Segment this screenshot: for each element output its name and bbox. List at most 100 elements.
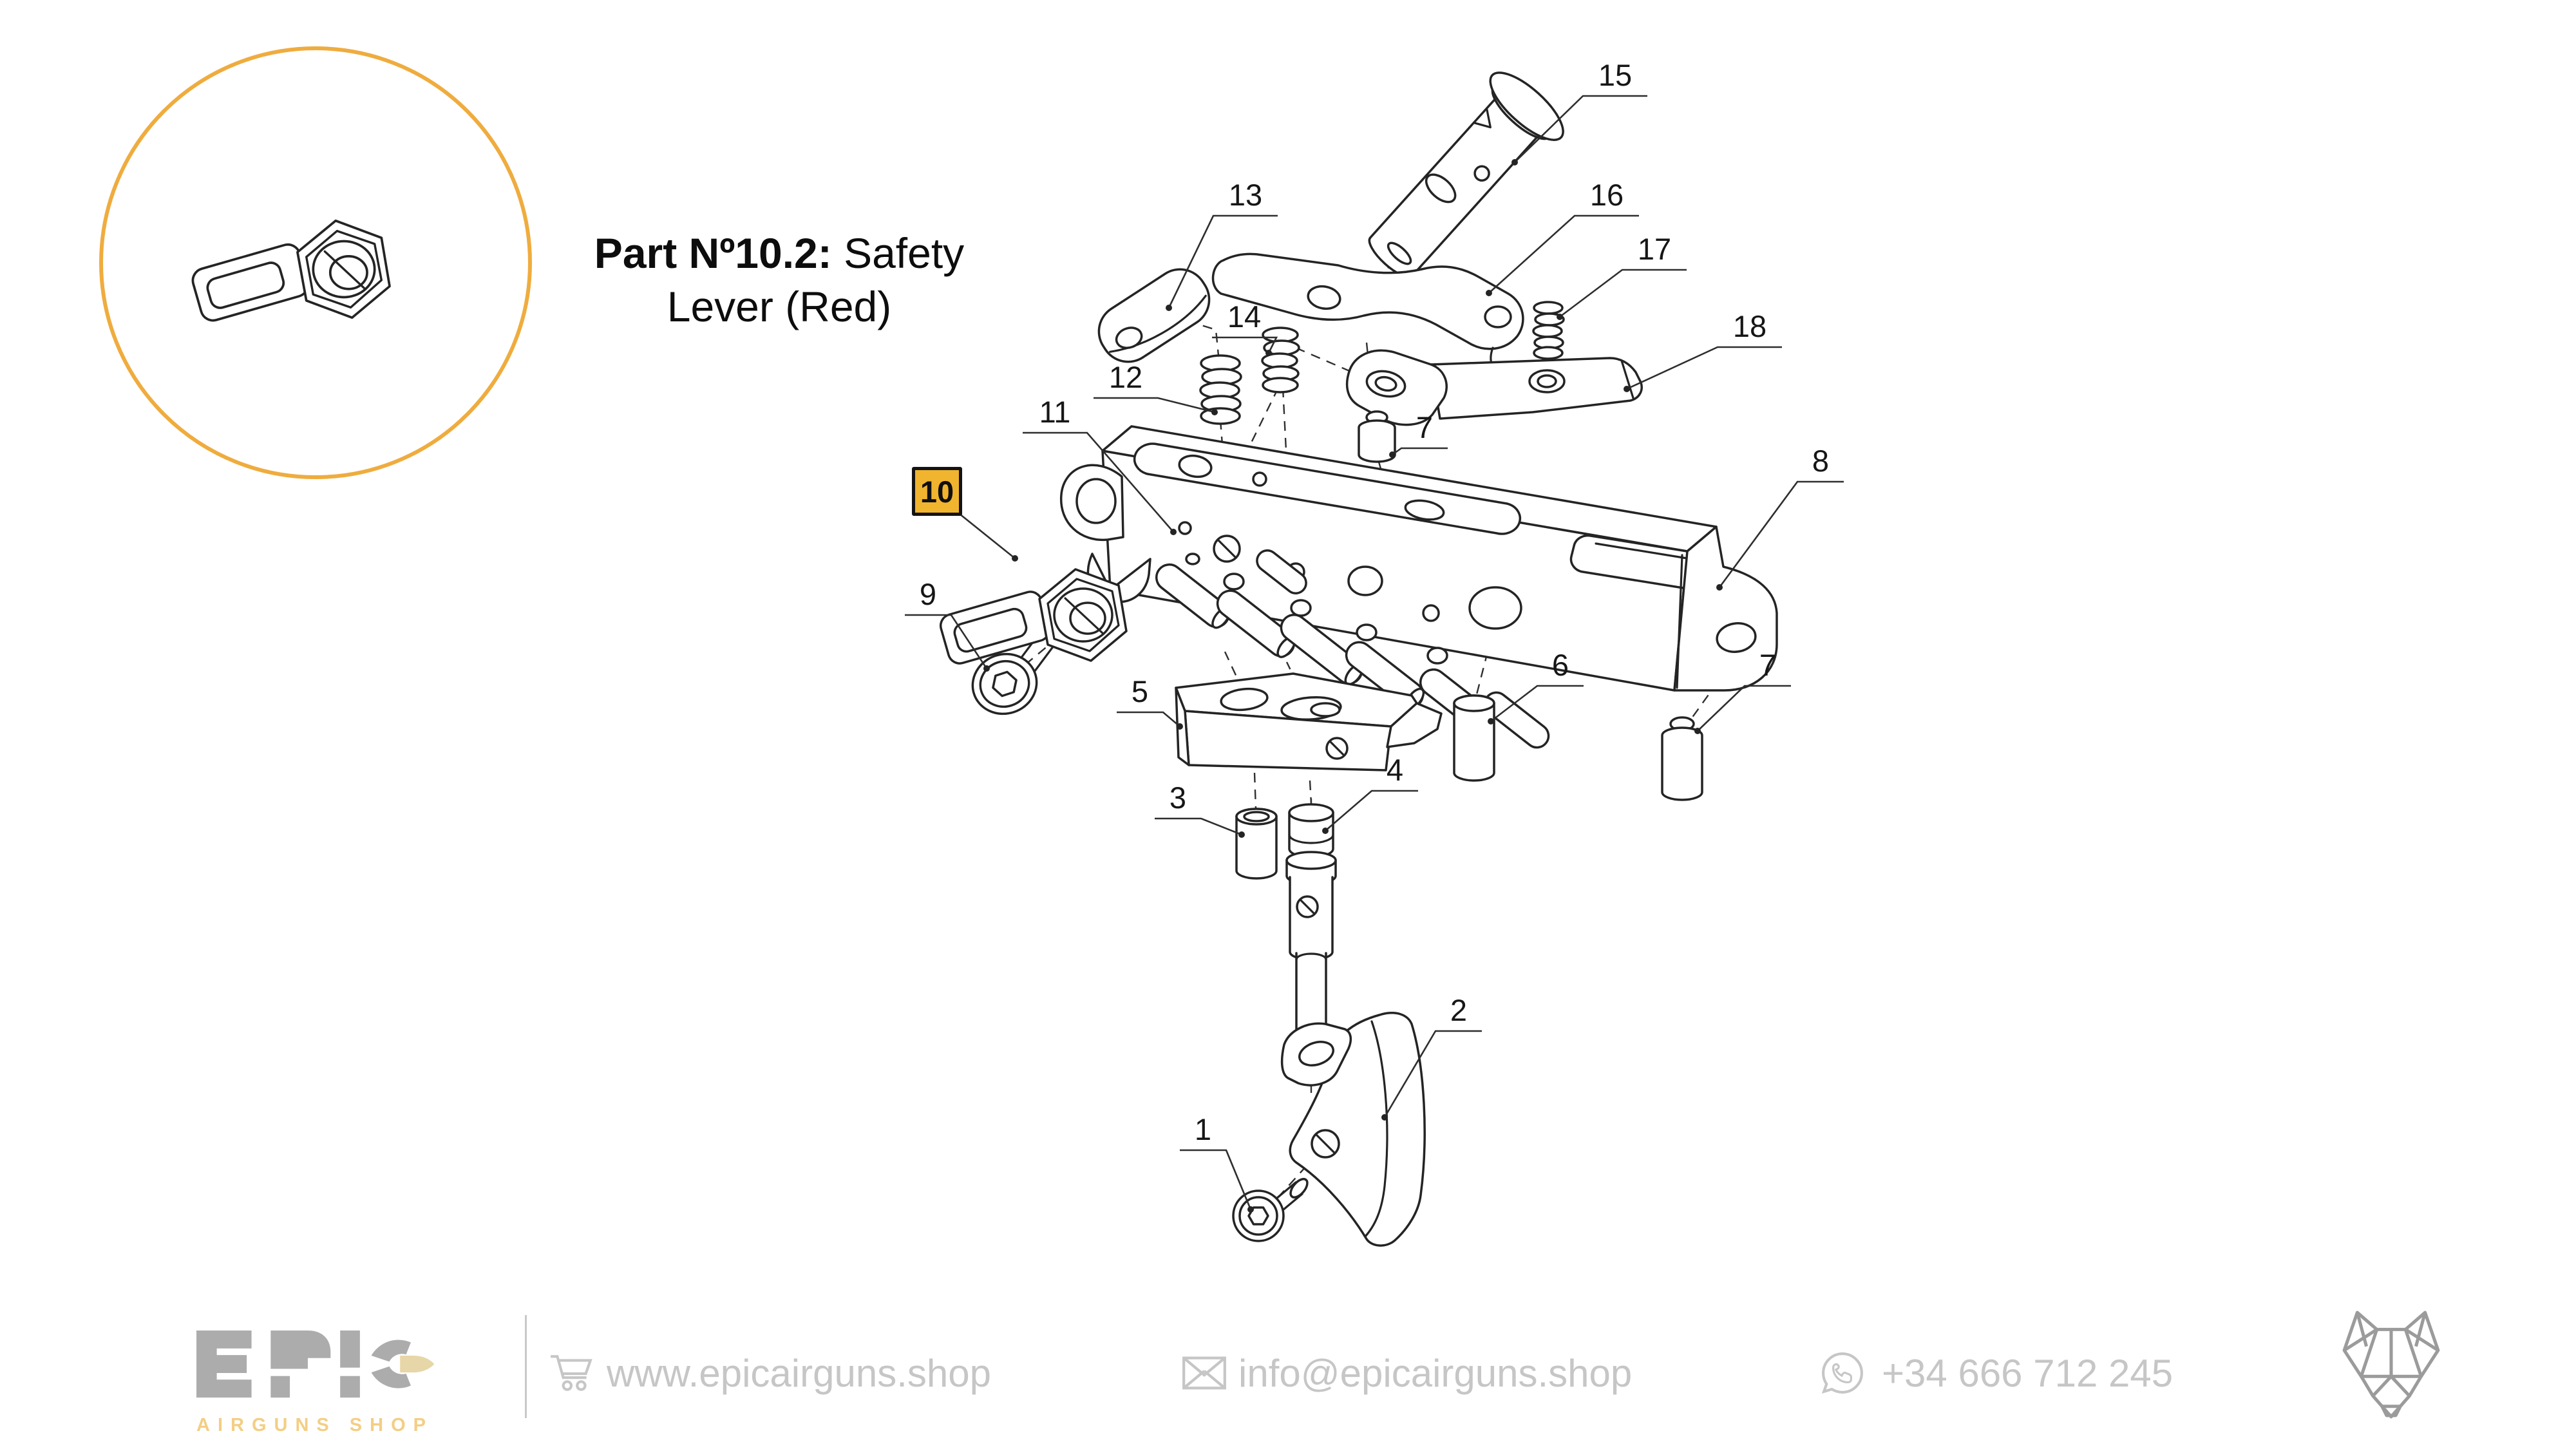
footer-divider xyxy=(525,1315,527,1418)
drawing-segment xyxy=(1075,478,1117,524)
part-label-12: 12 xyxy=(1109,360,1142,394)
drawing-segment xyxy=(1012,555,1018,562)
leader-line-1 xyxy=(1180,1149,1252,1210)
drawing-segment xyxy=(270,1376,290,1398)
drawing-segment xyxy=(1178,521,1192,535)
footer-phone-link[interactable]: +34 666 712 245 xyxy=(1821,1328,2173,1418)
drawing-segment xyxy=(551,1355,587,1379)
drawing-segment xyxy=(1404,499,1445,521)
drawing-segment xyxy=(340,1376,360,1398)
drawing-segment xyxy=(2343,1312,2439,1352)
drawing-segment xyxy=(1298,1041,1334,1066)
wolf-icon xyxy=(2342,1311,2440,1419)
drawing-segment xyxy=(1247,1206,1269,1226)
logo-subtitle: AIRGUNS SHOP xyxy=(196,1415,433,1435)
drawing-segment xyxy=(1223,573,1245,591)
leader-dot-3 xyxy=(1238,831,1245,838)
drawing-segment xyxy=(1475,651,1489,697)
part-label-7-upper: 7 xyxy=(1416,410,1433,444)
footer-email-link[interactable]: info@epicairguns.shop xyxy=(1182,1328,1632,1418)
drawing-segment xyxy=(371,1340,411,1362)
drawing-segment xyxy=(1533,346,1564,360)
leader-line-8 xyxy=(1718,480,1844,588)
leader-dot-7-lower xyxy=(1694,728,1701,734)
leader-dot-14 xyxy=(1265,350,1272,356)
drawing-segment xyxy=(1832,1363,1852,1383)
part-1-drawing-screw xyxy=(1232,1178,1309,1242)
part-number: Part Nº10.2: xyxy=(594,229,832,277)
drawing-segment xyxy=(1289,876,1334,961)
drawing-segment xyxy=(1200,407,1241,425)
drawing-segment xyxy=(2371,1374,2411,1397)
part-label-5: 5 xyxy=(1132,674,1148,708)
leader-line-14 xyxy=(1212,336,1278,354)
leader-dot-18 xyxy=(1624,386,1630,392)
drawing-segment xyxy=(1211,252,1524,350)
drawing-segment xyxy=(1386,702,1443,748)
part-16-drawing-lever xyxy=(1211,252,1524,377)
drawing-segment xyxy=(1315,1133,1336,1154)
drawing-segment xyxy=(1387,242,1412,265)
leader-line-3 xyxy=(1155,817,1242,836)
drawing-segment xyxy=(1295,952,1327,961)
highlighted-part-badge: 10 xyxy=(912,467,962,516)
leader-dot-4 xyxy=(1322,828,1329,834)
drawing-segment xyxy=(1595,542,1692,560)
part-label-1: 1 xyxy=(1195,1112,1211,1146)
part-18-drawing-lever-arm xyxy=(1345,349,1643,426)
drawing-segment xyxy=(1532,324,1563,338)
drawing-segment xyxy=(576,1380,587,1391)
drawing-segment xyxy=(1182,1357,1226,1377)
drawing-segment xyxy=(1182,1370,1226,1389)
part-14-drawing-spring xyxy=(1261,327,1300,393)
part-3-drawing-cylinder xyxy=(1235,808,1278,880)
drawing-segment xyxy=(1310,702,1341,717)
drawing-segment xyxy=(340,1330,360,1368)
drawing-segment xyxy=(1472,107,1492,129)
drawing-segment xyxy=(1217,538,1237,559)
leader-line-12 xyxy=(1094,397,1215,413)
part-label-2: 2 xyxy=(1450,993,1467,1027)
footer-website-link[interactable]: www.epicairguns.shop xyxy=(549,1328,991,1418)
drawing-segment xyxy=(1256,549,1307,594)
part-label-7-lower: 7 xyxy=(1759,648,1776,682)
shop-logo[interactable]: EPIC AIRGUNS SHOP xyxy=(196,1328,441,1436)
part-label-15: 15 xyxy=(1598,58,1632,92)
drawing-segment xyxy=(270,1330,331,1369)
inset-part-preview xyxy=(99,46,532,479)
part-label-4: 4 xyxy=(1387,753,1403,787)
part-label-16: 16 xyxy=(1590,178,1624,212)
part-label-11: 11 xyxy=(1039,395,1071,429)
drawing-segment xyxy=(1262,377,1299,393)
drawing-segment xyxy=(1243,811,1270,822)
leader-line-4 xyxy=(1325,790,1418,831)
part-label-3: 3 xyxy=(1170,781,1186,815)
leader-dot-2 xyxy=(1381,1114,1388,1121)
leader-line-16 xyxy=(1488,214,1639,294)
part-12-drawing-spring xyxy=(1199,354,1242,425)
drawing-segment xyxy=(1307,285,1341,310)
leader-line-13 xyxy=(1168,214,1278,308)
leader-line-15 xyxy=(1514,95,1647,163)
drawing-segment xyxy=(371,1366,411,1388)
part-name: Safety Lever (Red) xyxy=(667,229,965,331)
drawing-segment xyxy=(1821,1352,1863,1394)
inset-safety-lever xyxy=(189,219,391,325)
phone-label: +34 666 712 245 xyxy=(1882,1351,2174,1395)
drawing-segment xyxy=(562,1380,573,1391)
cart-icon xyxy=(551,1355,592,1391)
leader-line-5 xyxy=(1117,711,1180,727)
drawing-segment xyxy=(2380,1405,2402,1417)
part-label-9: 9 xyxy=(920,577,936,611)
drawing-segment xyxy=(1253,772,1257,810)
drawing-segment xyxy=(1285,851,1337,870)
drawing-segment xyxy=(1422,604,1440,622)
part-7-upper-drawing-plug xyxy=(1358,410,1396,463)
part-4-drawing-plunger xyxy=(1285,803,1337,1071)
badge-leader xyxy=(959,513,1018,562)
leader-line-18 xyxy=(1626,346,1782,390)
drawing-segment xyxy=(1182,1356,1226,1390)
drawing-segment xyxy=(1115,327,1143,349)
epic-logo-icon xyxy=(196,1330,435,1398)
